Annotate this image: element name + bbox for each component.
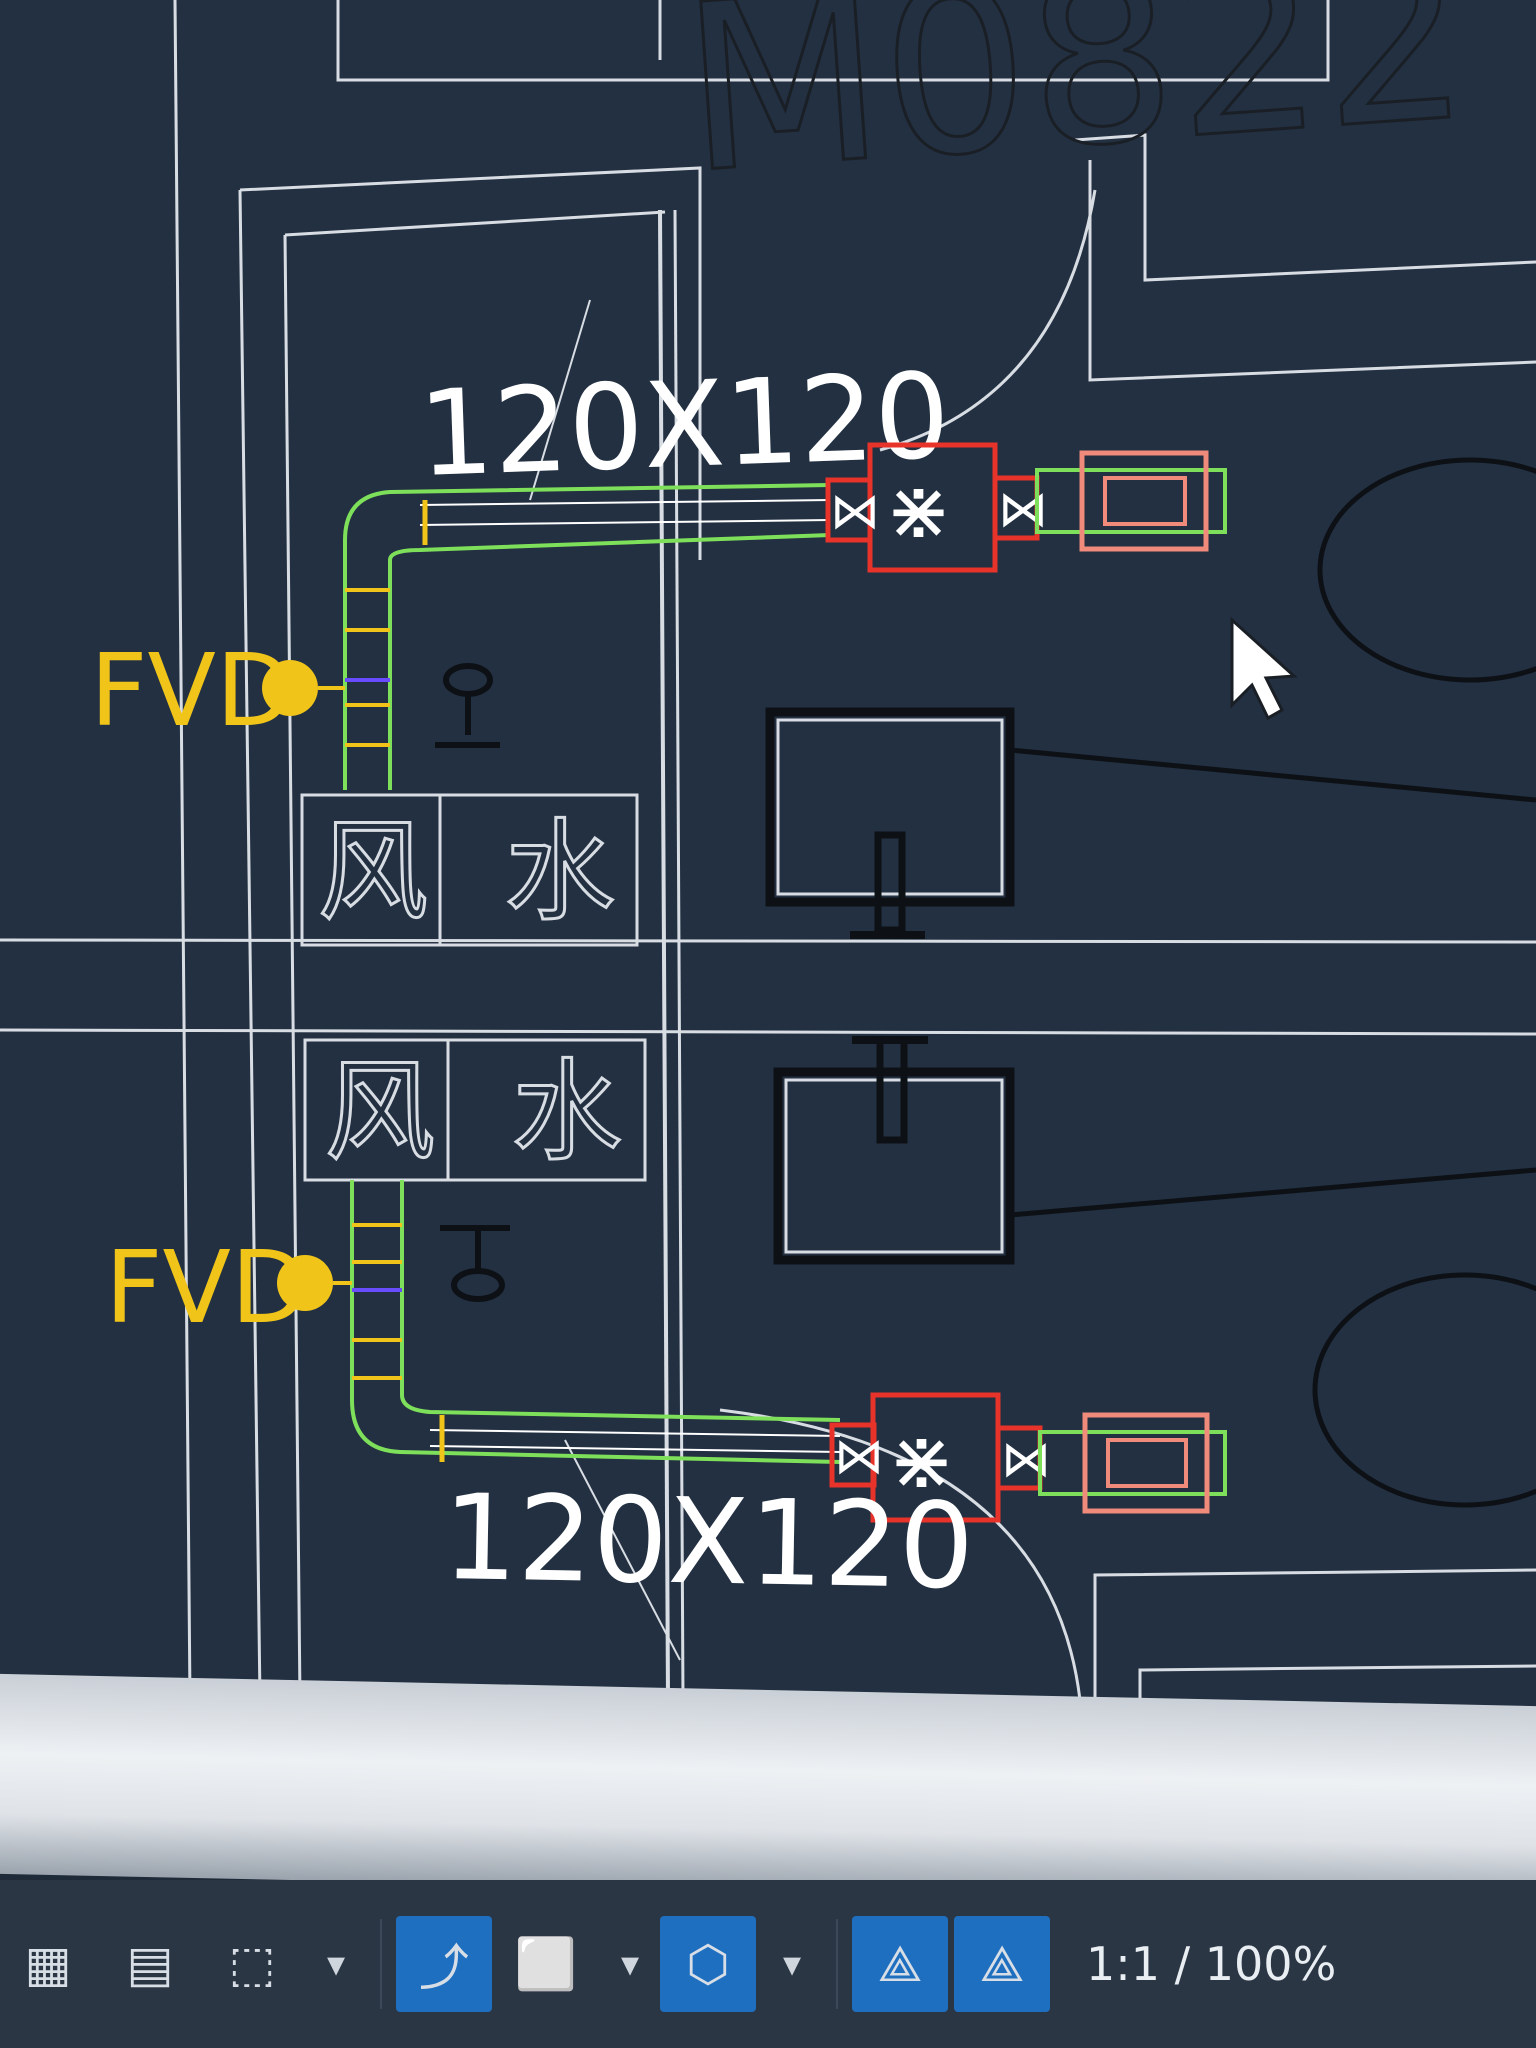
fan-icon: ⋇ [888,1414,955,1507]
svg-text:⋈: ⋈ [1001,1430,1051,1488]
mouse-cursor-icon [1230,616,1298,721]
auto-scale-icon[interactable]: ⟁ [954,1916,1050,2012]
duct-run [343,483,831,790]
object-snap-icon[interactable]: ⬜ [514,1934,578,1993]
svg-text:⋈: ⋈ [830,482,880,540]
toilet-fixtures [1009,457,1536,1508]
floor-drain-symbol [440,1225,510,1302]
upper-duct-system[interactable]: 120X120 ⋇ ⋈ ⋈ FVD 风 水 [90,347,1227,947]
chevron-down-icon[interactable]: ▾ [326,1943,346,1985]
lower-cabinet [773,1036,1015,1265]
svg-text:⋈: ⋈ [998,480,1048,538]
upper-cabinet [765,707,1015,939]
room-tag: M0822 [675,0,1475,225]
layer-color-icon[interactable]: ▤ [126,1935,174,1993]
shaft-label-water: 水 [512,1048,622,1176]
shaft-label-air: 风 [318,808,428,936]
exhaust-grille [1079,450,1209,552]
floor-drain-symbol [435,663,500,748]
annotation-scale-label[interactable]: 1:1 / 100% [1086,1937,1337,1991]
exhaust-grille [1082,1412,1210,1514]
ortho-icon[interactable]: ⤴ [396,1916,492,2012]
architecture-lines [0,0,1536,1701]
duct-run [350,1180,841,1464]
toolbar-separator [380,1919,382,2009]
shaft-label-water: 水 [505,808,615,936]
fvd-marker [262,660,318,716]
cad-drawing-canvas[interactable]: M0822 120X120 ⋇ ⋈ ⋈ FVD [0,0,1536,1710]
fvd-label: FVD [90,632,293,749]
fvd-marker [277,1255,333,1311]
lower-duct-system[interactable]: 风 水 ⋇ ⋈ ⋈ 120X120 FVD [105,1038,1227,1615]
fvd-label: FVD [105,1229,308,1346]
duct-size-label: 120X120 [416,347,952,503]
3d-osnap-icon[interactable]: ⬡ [660,1916,756,2012]
annotation-icon[interactable]: ⟁ [852,1916,948,2012]
shaft-box [300,793,639,947]
toolbar-separator [836,1919,838,2009]
fan-icon: ⋇ [885,464,952,557]
shaft-box [303,1038,647,1182]
fire-damper-left [825,477,873,543]
chevron-down-icon[interactable]: ▾ [782,1943,802,1985]
fire-damper-left [829,1422,877,1488]
grid-snap-icon[interactable]: ▦ [24,1935,72,1993]
svg-text:⋈: ⋈ [834,1427,884,1485]
status-bar: ▦ ▤ ⬚ ▾ ⤴ ⬜ ▾ ⬡ ▾ ⟁ ⟁ 1:1 / 100% [0,1880,1536,2048]
shaft-label-air: 风 [325,1048,435,1176]
duct-size-label: 120X120 [442,1468,976,1615]
monitor-bezel [0,1673,1536,1907]
box-3d-icon[interactable]: ⬚ [228,1935,276,1993]
chevron-down-icon[interactable]: ▾ [620,1943,640,1985]
